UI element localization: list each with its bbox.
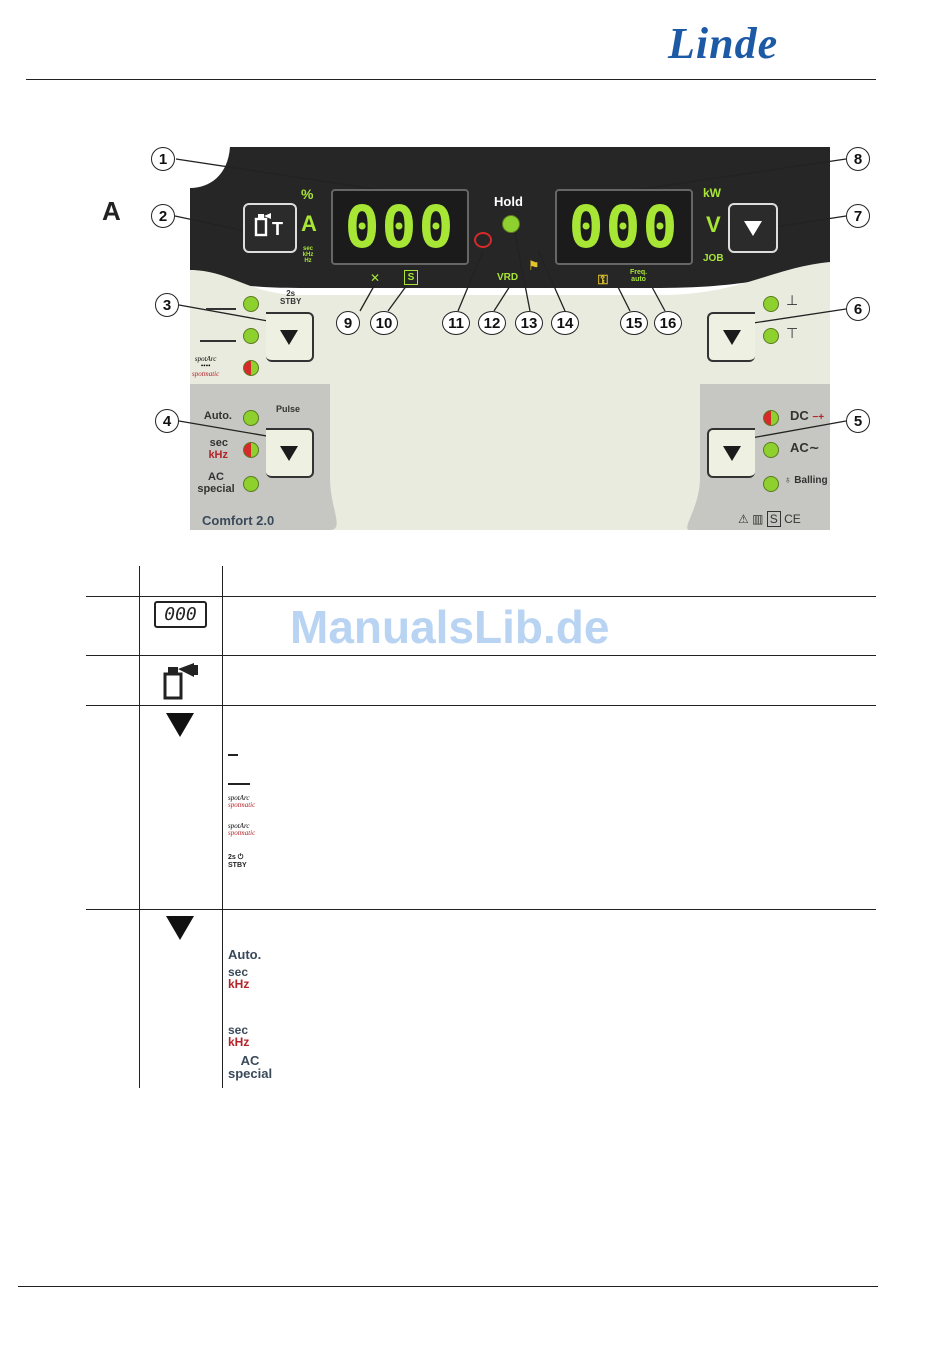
left-display-value: 000 [344, 193, 456, 261]
right-display-value: 000 [568, 193, 680, 261]
callout-3: 3 [155, 293, 179, 317]
callout-14: 14 [551, 311, 579, 335]
operating-mode-button[interactable] [266, 312, 314, 362]
balling-label: ♁ Balling [784, 475, 828, 486]
process-button[interactable] [707, 312, 755, 362]
arrow-down-icon [744, 221, 762, 236]
callout-12: 12 [478, 311, 506, 335]
4t-led [243, 328, 259, 344]
amp-unit: A [301, 211, 317, 236]
callout-4: 4 [155, 409, 179, 433]
arrow-down-icon [723, 446, 741, 461]
electrode-icon: ⊤ [786, 325, 799, 341]
arrow-down-icon [723, 330, 741, 345]
auto-led [243, 410, 259, 426]
key-icon: ⚿ [598, 272, 608, 287]
callout-9: 9 [336, 311, 360, 335]
callout-15: 15 [620, 311, 648, 335]
callout-8: 8 [846, 147, 870, 171]
no-hf-icon: ✕ [370, 271, 381, 285]
dc-led [763, 410, 779, 426]
callout-2: 2 [151, 204, 175, 228]
header-rule [26, 79, 876, 80]
ac-led [763, 442, 779, 458]
overheat-icon [474, 232, 492, 248]
kw-unit: kW [703, 186, 721, 200]
table-column-line [139, 566, 140, 1088]
certification-marks: ⚠ ▥ S CE [738, 511, 801, 527]
hold-label: Hold [494, 194, 523, 209]
callout-11: 11 [442, 311, 470, 335]
spot-led [243, 360, 259, 376]
watermark: ManualsLib.de [290, 601, 610, 653]
figure-label: A [102, 196, 121, 226]
s-sign-icon: S [404, 270, 418, 285]
gas-cylinder-icon: T [254, 213, 283, 239]
job-unit: JOB [703, 253, 724, 264]
2t-icon [206, 294, 236, 310]
balling-led [763, 476, 779, 492]
display-icon: 000 [154, 601, 207, 628]
auto-label: Auto. [203, 410, 232, 422]
standby-icon: 2s ⏻STBY [228, 854, 247, 869]
callout-16: 16 [654, 311, 682, 335]
callout-5: 5 [846, 409, 870, 433]
polarity-button[interactable] [707, 428, 755, 478]
pulse-mode-button[interactable] [266, 428, 314, 478]
tig-led [763, 296, 779, 312]
ac-label: AC∼ [790, 440, 820, 455]
callout-10: 10 [370, 311, 398, 335]
ac-special-led [243, 476, 259, 492]
table-rule [86, 909, 876, 910]
vrd-label: VRD [497, 272, 519, 283]
callout-6: 6 [846, 297, 870, 321]
dc-label: DC −+ [790, 408, 825, 423]
freq-auto-label: Freq.auto [630, 269, 648, 284]
gas-test-button[interactable]: T [243, 203, 297, 253]
table-rule [86, 596, 876, 597]
callout-1: 1 [151, 147, 175, 171]
svg-text:T: T [272, 219, 283, 239]
2t-led [243, 296, 259, 312]
table-column-line [222, 566, 223, 1088]
table-rule [86, 705, 876, 706]
pulse-label: Pulse [276, 404, 301, 414]
arrow-down-icon [166, 713, 194, 737]
left-display: 000 [331, 189, 469, 265]
arrow-down-icon [280, 330, 298, 345]
display-select-button[interactable] [728, 203, 778, 253]
arrow-down-icon [280, 446, 298, 461]
callout-7: 7 [846, 204, 870, 228]
callout-13: 13 [515, 311, 543, 335]
right-display: 000 [555, 189, 693, 265]
percent-unit: % [301, 186, 314, 202]
mma-led [763, 328, 779, 344]
gas-cylinder-icon [163, 663, 198, 700]
arrow-down-icon [166, 916, 194, 940]
spotarc-label: spotArc••••spotmatic [192, 355, 220, 378]
flag-icon: ⚑ [528, 258, 540, 273]
linde-logo: Linde [668, 19, 779, 68]
4t-icon [228, 773, 250, 785]
sec-khz-led [243, 442, 259, 458]
hold-led [502, 215, 520, 233]
4t-icon [200, 326, 236, 342]
model-label: Comfort 2.0 [202, 513, 275, 528]
tig-torch-icon: ⊥ [786, 292, 799, 308]
2t-icon [228, 744, 238, 756]
table-rule [86, 655, 876, 656]
volt-unit: V [706, 212, 721, 237]
footer-rule [18, 1286, 878, 1287]
auto-icon: Auto. [228, 947, 262, 962]
